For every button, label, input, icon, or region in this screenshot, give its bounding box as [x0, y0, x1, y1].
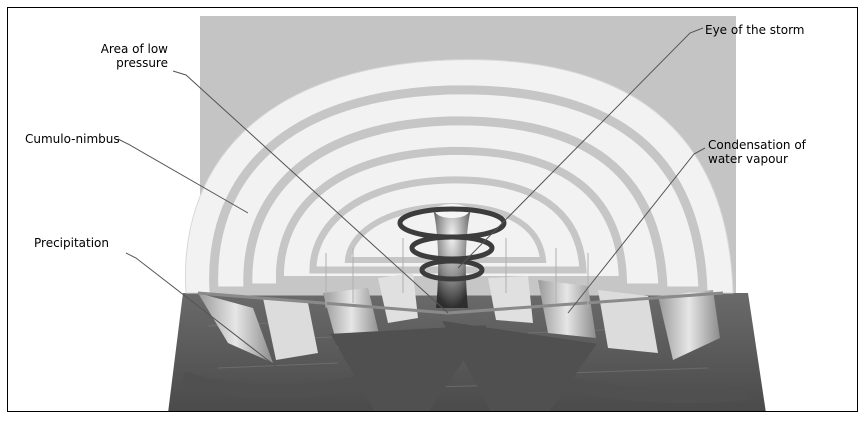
label-low-pressure-line2: pressure [60, 56, 168, 70]
label-condensation-line1: Condensation of [708, 138, 806, 152]
label-condensation-line2: water vapour [708, 152, 806, 166]
label-low-pressure-line1: Area of low [60, 42, 168, 56]
label-cumulo-nimbus: Cumulo-nimbus [25, 132, 120, 146]
diagram-frame: Area of low pressure Cumulo-nimbus Preci… [7, 7, 858, 412]
label-condensation: Condensation of water vapour [708, 138, 806, 166]
label-precipitation: Precipitation [34, 236, 109, 250]
label-low-pressure: Area of low pressure [60, 42, 168, 70]
label-eye: Eye of the storm [705, 23, 804, 37]
